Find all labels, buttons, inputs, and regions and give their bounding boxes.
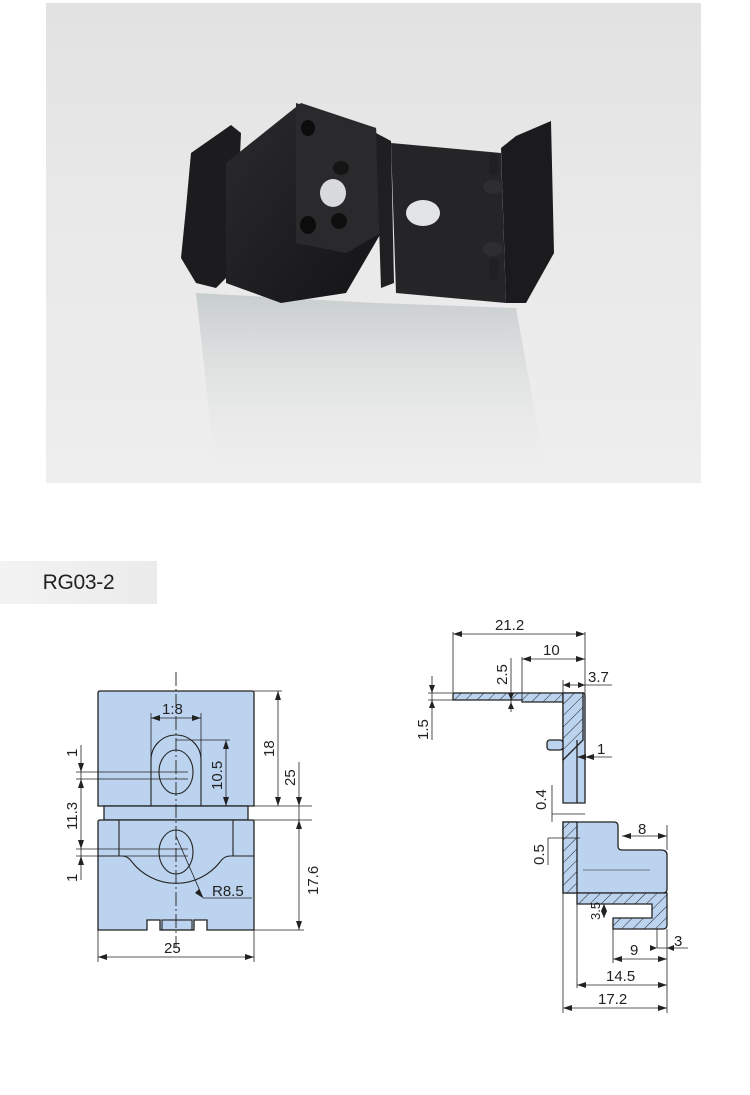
- dim-lip-8: 8: [638, 821, 646, 838]
- model-label-tag: RG03-2: [0, 561, 157, 604]
- dim-slot-9: 9: [630, 942, 638, 959]
- dim-lower-height: 17.6: [305, 866, 322, 895]
- dim-gap-0-4: 0.4: [533, 789, 550, 810]
- dim-offset-bottom: 1: [64, 874, 81, 882]
- dim-width-14-5: 14.5: [606, 968, 635, 985]
- product-photo: [46, 3, 701, 483]
- dim-width-17-2: 17.2: [598, 991, 627, 1008]
- dim-pin-1: 1: [597, 741, 605, 758]
- dim-center-distance: 11.3: [64, 802, 81, 830]
- front-view-drawing: 1:8 10.5 18 25 17.6 1 11.3 1 R8.5 25: [60, 670, 330, 975]
- dim-radius: R8.5: [212, 883, 244, 900]
- dim-slot-height: 10.5: [209, 761, 226, 790]
- hinge-photo-illustration: [181, 103, 554, 473]
- dim-wall-3-7: 3.7: [588, 669, 609, 686]
- dim-gap-0-5: 0.5: [531, 844, 548, 865]
- dim-overall-top: 21.2: [495, 617, 524, 634]
- dim-gap: 25: [282, 769, 299, 786]
- side-view-drawing: 21.2 10 2.5 3.7 1.5 1 0.4 0.5 8 3.5 9 3 …: [410, 610, 710, 1025]
- dim-slot-3-5: 3.5: [588, 902, 603, 920]
- dim-slot-width: 1:8: [162, 701, 183, 718]
- dim-step-2-5: 2.5: [494, 664, 511, 685]
- dim-width: 25: [164, 940, 181, 957]
- dim-lip-3: 3: [674, 933, 682, 950]
- dim-upper-height: 18: [261, 740, 278, 757]
- dim-thickness-1-5: 1.5: [415, 719, 432, 740]
- dim-offset-top: 1: [64, 749, 81, 757]
- model-label: RG03-2: [42, 570, 115, 594]
- dim-top-10: 10: [543, 642, 560, 659]
